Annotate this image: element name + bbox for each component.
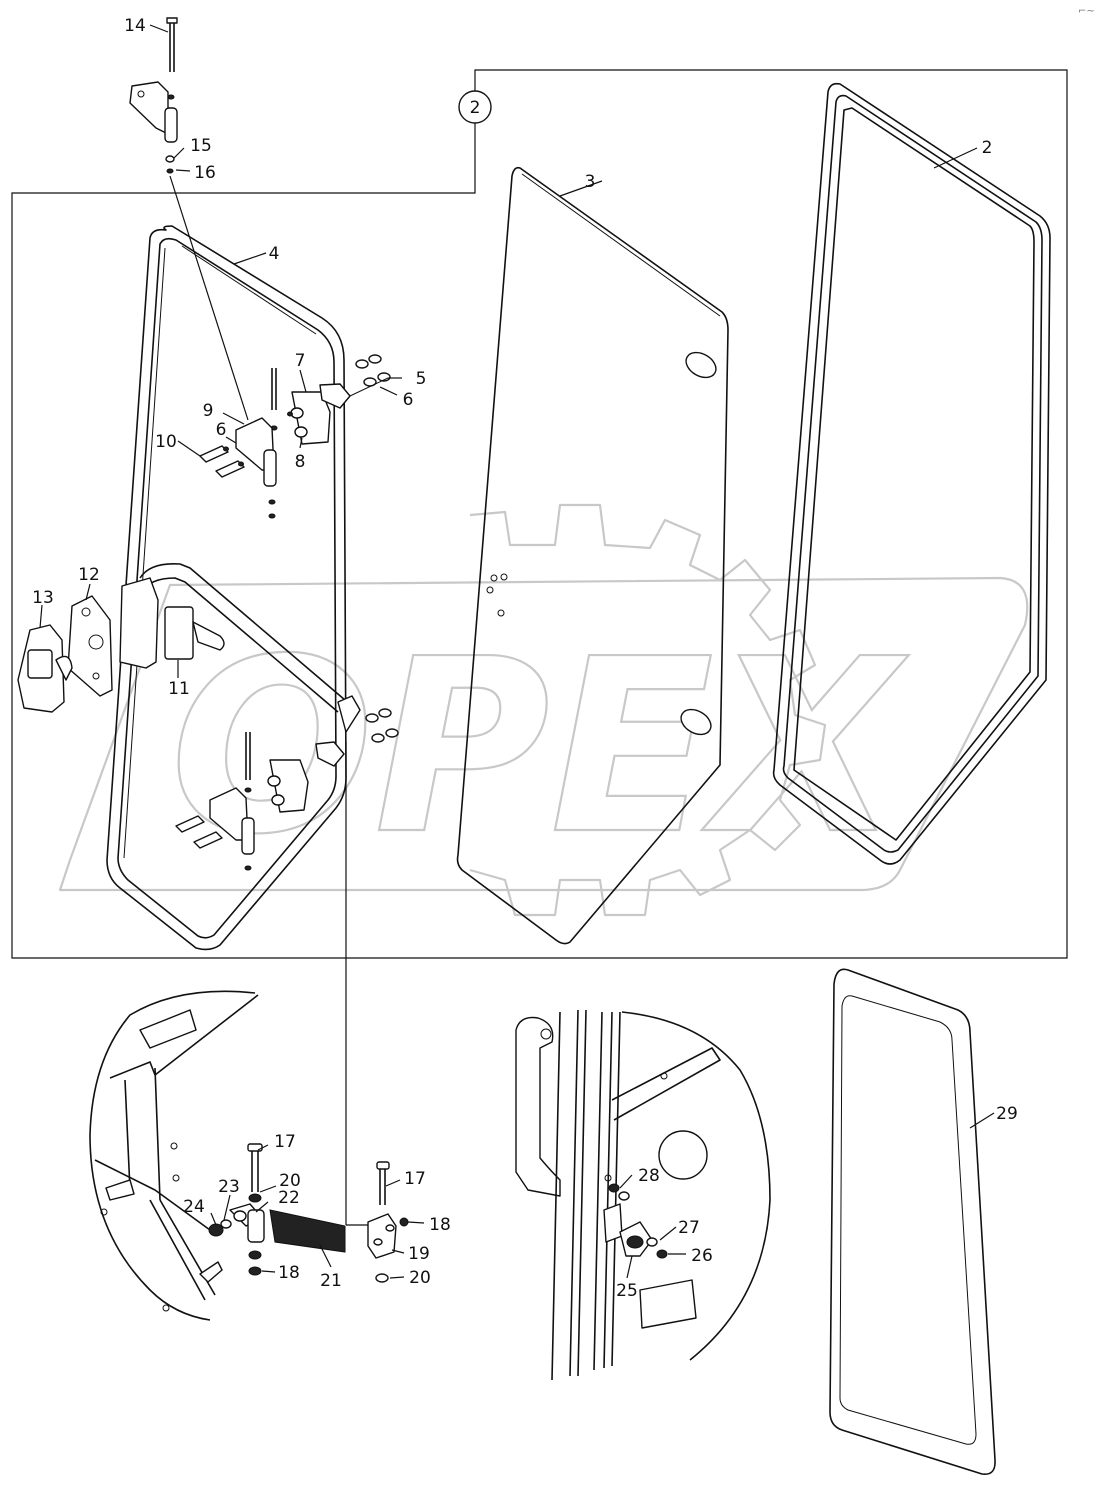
callout-23: 23 xyxy=(218,1177,240,1197)
callout-18-left: 18 xyxy=(278,1263,300,1283)
callout-20-left: 20 xyxy=(279,1171,301,1191)
group-outline xyxy=(11,69,1068,959)
callout-6-right: 6 xyxy=(403,390,414,410)
side-window xyxy=(829,968,996,1476)
callout-13: 13 xyxy=(32,588,54,608)
callout-22: 22 xyxy=(278,1188,300,1208)
group-ref-number: 2 xyxy=(470,98,481,118)
leader-lines xyxy=(39,24,995,1279)
callout-5: 5 xyxy=(416,369,427,389)
callout-8: 8 xyxy=(295,452,306,472)
callout-15: 15 xyxy=(190,136,212,156)
callout-16: 16 xyxy=(194,163,216,183)
callout-28: 28 xyxy=(638,1166,660,1186)
callout-2: 2 xyxy=(982,138,993,158)
callout-19: 19 xyxy=(408,1244,430,1264)
door-handle-parts xyxy=(17,595,113,713)
callout-9: 9 xyxy=(203,401,214,421)
callout-27: 27 xyxy=(678,1218,700,1238)
callout-17-left: 17 xyxy=(274,1132,296,1152)
callout-3: 3 xyxy=(585,172,596,192)
door-lower-hinge xyxy=(175,708,399,1226)
watermark-text: OPEX xyxy=(170,607,909,887)
callout-11: 11 xyxy=(168,679,190,699)
callout-17-right: 17 xyxy=(404,1169,426,1189)
door-upper-hinge xyxy=(199,354,391,519)
upper-hinge-assembly xyxy=(129,17,249,421)
callout-10: 10 xyxy=(155,432,177,452)
door-glass xyxy=(456,166,729,945)
callout-25: 25 xyxy=(616,1281,638,1301)
callout-21: 21 xyxy=(320,1271,342,1291)
callout-20-right: 20 xyxy=(409,1268,431,1288)
detail-view-lower-hinge xyxy=(89,990,409,1321)
callout-24: 24 xyxy=(183,1197,205,1217)
watermark: OPEX xyxy=(58,503,1029,917)
callout-18-right: 18 xyxy=(429,1215,451,1235)
callout-4: 4 xyxy=(269,244,280,264)
group-ref-circle xyxy=(458,90,492,124)
door-seal xyxy=(772,82,1051,865)
callout-labels: 14 15 16 4 3 2 7 5 6 9 6 10 8 12 13 11 1… xyxy=(32,16,1018,1301)
callout-29: 29 xyxy=(996,1104,1018,1124)
callout-12: 12 xyxy=(78,565,100,585)
door-frame xyxy=(106,225,361,951)
callout-7: 7 xyxy=(295,351,306,371)
callout-14: 14 xyxy=(124,16,146,36)
callout-6-left: 6 xyxy=(216,420,227,440)
detail-view-latch xyxy=(515,1009,771,1381)
callout-26: 26 xyxy=(691,1246,713,1266)
corner-mark: ⌐~ xyxy=(1078,6,1095,17)
